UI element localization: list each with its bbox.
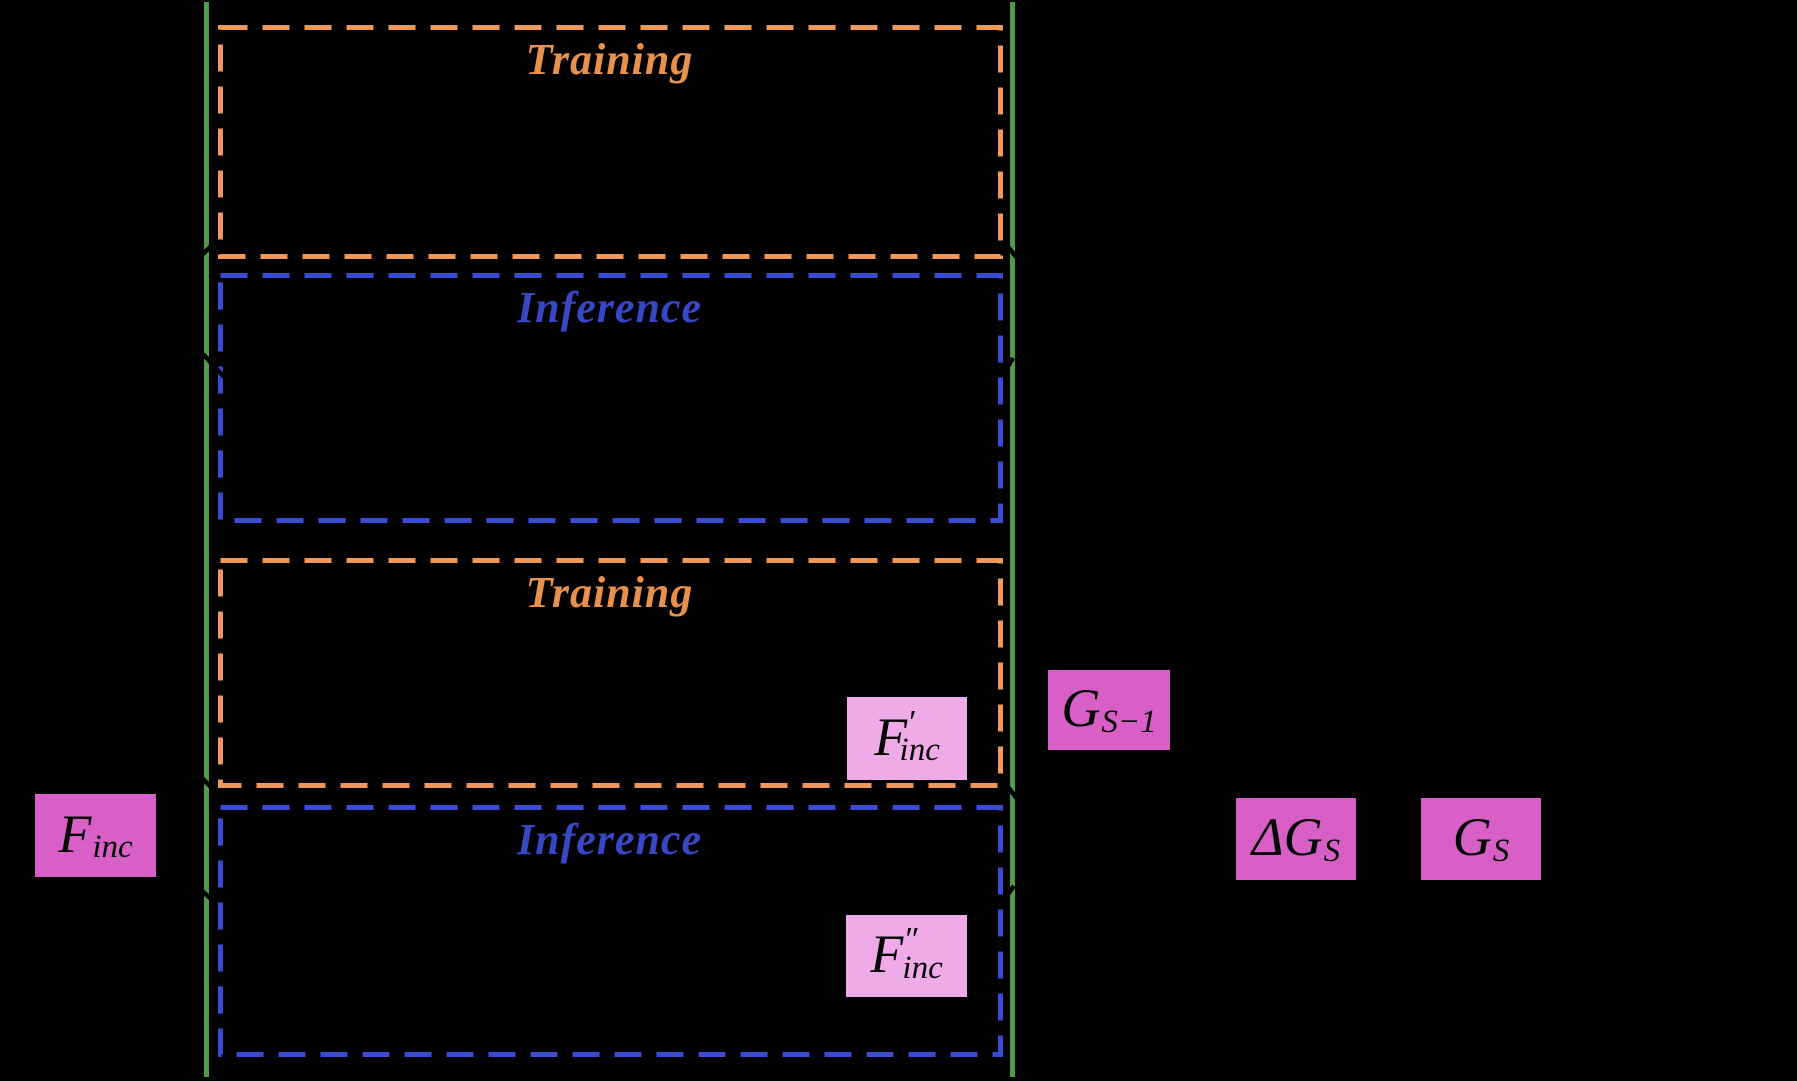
node-g-s-minus-1-symbol: G: [1061, 678, 1101, 738]
node-g-s-subscript: S: [1492, 832, 1510, 869]
arrowhead-notch-icon: [197, 241, 216, 260]
arrowhead-notch-icon: [201, 352, 226, 379]
phase-box-inference-2: [218, 805, 1003, 1057]
node-g-s-symbol: G: [1452, 807, 1492, 867]
arrowhead-notch-icon: [1006, 785, 1020, 802]
arrowhead-notch-icon: [200, 889, 218, 905]
node-f-inc-symbol: F: [58, 803, 92, 864]
arrowhead-notch-icon: [1001, 356, 1015, 377]
phase-label-inference-1: Inference: [517, 283, 702, 332]
phase-box-inference-1: [218, 273, 1003, 523]
arrowhead-notch-icon: [1004, 242, 1018, 259]
node-f-inc-double-prime-symbol: F: [870, 924, 904, 984]
node-f-inc-prime-symbol: F: [874, 706, 908, 767]
node-delta-g-s-symbol: ΔG: [1251, 807, 1323, 867]
node-f-inc-prime-subscript: inc: [899, 732, 940, 768]
node-f-inc-prime-mark: ′: [907, 703, 915, 741]
arrowhead-notch-icon: [200, 776, 217, 793]
node-f-inc-double-prime-subscript: inc: [902, 949, 943, 986]
node-f-inc-double-prime-mark: ″: [903, 921, 918, 958]
node-f-inc-subscript: inc: [92, 829, 133, 865]
phase-box-training-2: [218, 558, 1003, 788]
node-g-s-minus-1-subscript: S−1: [1101, 703, 1157, 740]
phase-label-inference-2: Inference: [517, 815, 702, 864]
node-f-inc-double-prime: F″inc: [846, 915, 967, 997]
arrowhead-notch-icon: [1003, 884, 1016, 900]
phase-box-training-1: [218, 25, 1003, 259]
phase-label-training-1: Training: [525, 35, 694, 84]
node-delta-g-s-subscript: S: [1323, 832, 1341, 869]
phase-label-training-2: Training: [525, 568, 694, 617]
node-f-inc-prime: F′inc: [847, 697, 967, 780]
